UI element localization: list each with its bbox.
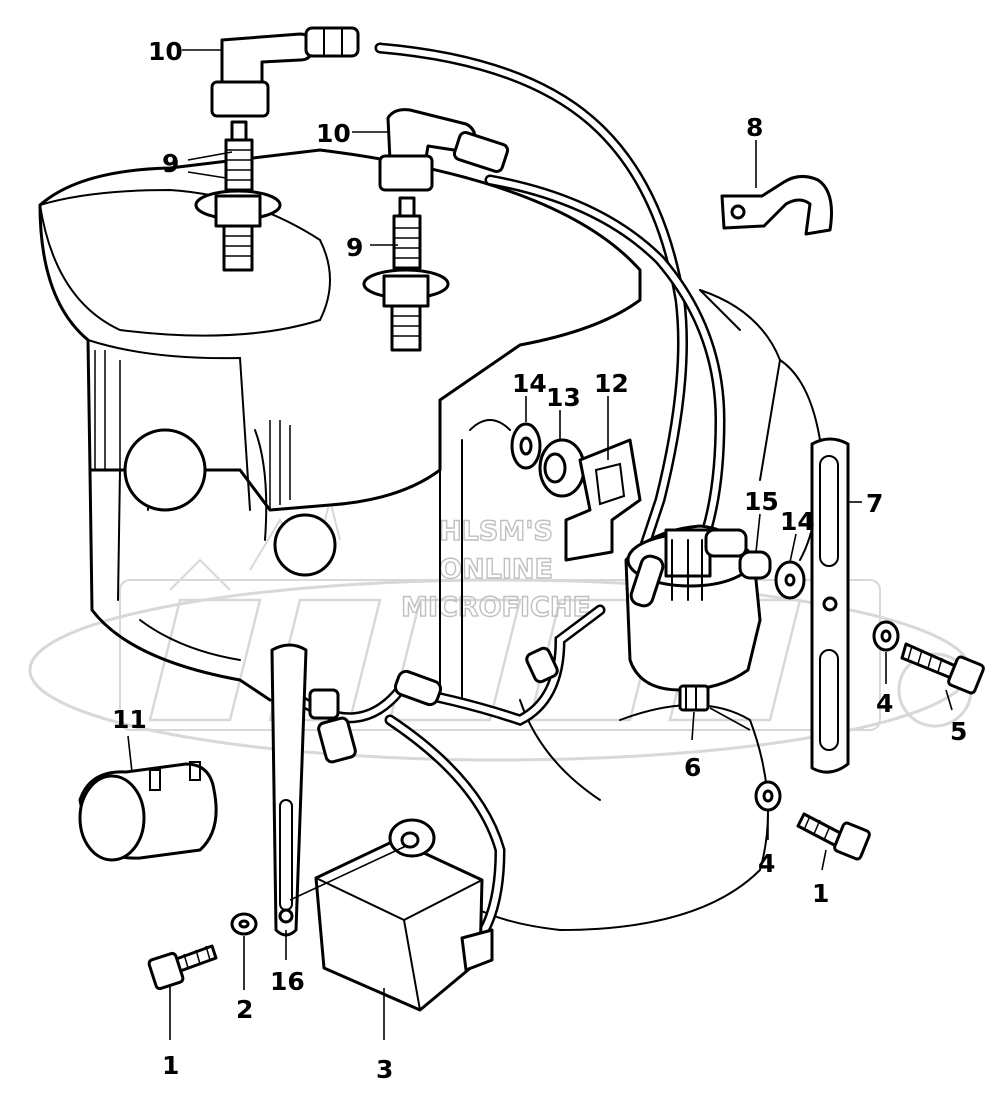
- callout-1-right: 1: [812, 879, 829, 908]
- callout-5: 5: [950, 717, 967, 746]
- mounting-strap: [810, 437, 850, 774]
- wire-clamp: [720, 175, 833, 236]
- watermark-line-1: HLSM'S: [439, 516, 553, 547]
- callout-3: 3: [376, 1055, 393, 1084]
- callout-13: 13: [546, 383, 581, 412]
- callout-10-lower: 10: [316, 119, 351, 148]
- cdi-unit: [314, 818, 494, 1012]
- washer-left: [510, 422, 542, 470]
- ignition-coil: [624, 524, 762, 692]
- callout-1-left: 1: [162, 1051, 179, 1080]
- callout-12: 12: [594, 369, 629, 398]
- harness-connectors: [308, 646, 559, 764]
- callout-8: 8: [746, 113, 763, 142]
- washer-lower-right: [754, 780, 782, 812]
- callout-2: 2: [236, 995, 253, 1024]
- spark-plug-cap-upper: [210, 26, 360, 118]
- sleeve: [738, 550, 772, 580]
- bracket: [564, 438, 642, 562]
- washer-right: [774, 560, 806, 600]
- callout-labels: 10 9 10 9 8 14 13 12 15 14 7 4 5 6 4 1 1…: [112, 37, 967, 1084]
- callout-16: 16: [270, 967, 305, 996]
- washer-upper-right: [872, 620, 900, 652]
- callout-6: 6: [684, 753, 701, 782]
- bolt-short-left: [147, 944, 218, 991]
- watermark-line-3: MICROFICHE: [401, 592, 591, 623]
- spark-plug-cap-lower: [378, 108, 510, 192]
- callout-4-upper: 4: [876, 689, 893, 718]
- coil-mount-strap: [270, 643, 308, 937]
- spark-plug-left: [194, 120, 282, 272]
- engine-outline: [38, 148, 822, 932]
- callout-10-upper: 10: [148, 37, 183, 66]
- spark-plug-right: [362, 196, 450, 352]
- bolt-long: [900, 642, 985, 695]
- coil-terminal: [678, 684, 710, 712]
- callout-9-lower: 9: [346, 233, 363, 262]
- callout-14-left: 14: [512, 369, 547, 398]
- callout-14-right: 14: [780, 507, 815, 536]
- watermark-line-2: ONLINE: [439, 554, 553, 585]
- ignition-wires: [294, 42, 726, 956]
- watermark: HLSM'S ONLINE MICROFICHE: [28, 499, 973, 762]
- callout-15: 15: [744, 487, 779, 516]
- bolt-short-right: [796, 812, 871, 861]
- callout-9-upper: 9: [162, 149, 179, 178]
- leader-lines: [127, 49, 953, 1040]
- callout-7: 7: [866, 489, 883, 518]
- washer-lower-left: [230, 912, 258, 936]
- callout-11: 11: [112, 705, 147, 734]
- callout-4-lower: 4: [758, 849, 775, 878]
- protective-sleeve: [78, 761, 218, 862]
